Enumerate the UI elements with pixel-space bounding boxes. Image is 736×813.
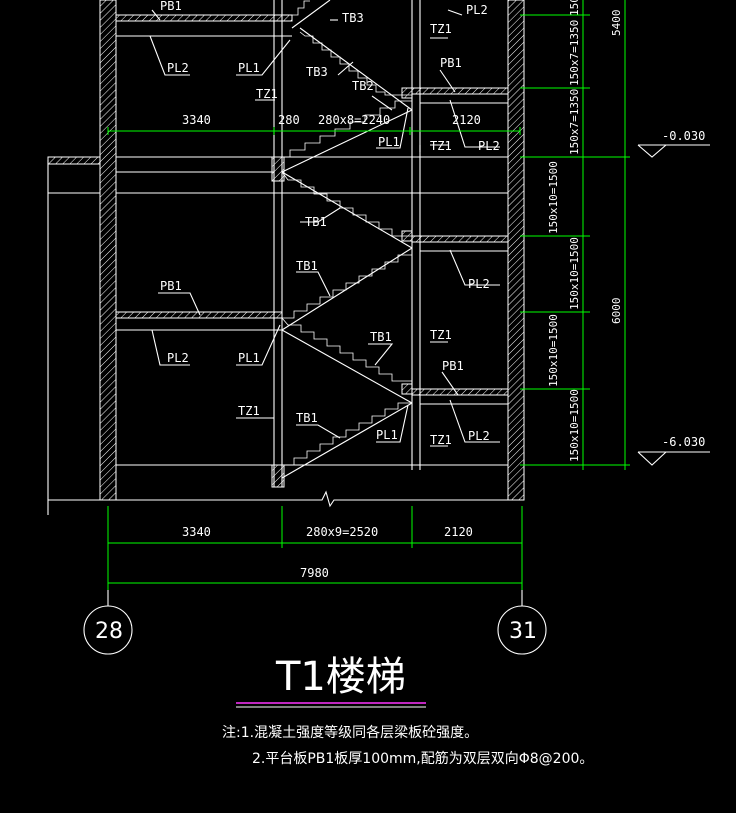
label-pl1-top: PL1 [238,61,260,75]
floor-slab [47,156,508,194]
label-tb2: TB2 [352,79,374,93]
flight-tb2-upper [299,27,413,111]
elevation-upper: -0.030 [662,129,705,143]
vdim-1350-a: 150x7=1350 [568,20,581,86]
label-pl1-b: PL1 [378,135,400,149]
label-tz1-e: TZ1 [238,404,260,418]
dim-total: 7980 [300,566,329,580]
vdim-150-top: 150 [568,0,581,16]
flight-tb1-b [281,247,413,331]
flight-tb1-d [281,402,413,479]
axis-bubbles [83,590,547,655]
label-pb1-c: PB1 [160,279,182,293]
note-line-2: 2.平台板PB1板厚100mm,配筋为双层双向Φ8@200。 [252,750,593,767]
note-line-1: 注:1.混凝土强度等级同各层梁板砼强度。 [222,724,478,741]
label-pb1-b: PB1 [440,56,462,70]
member-labels: PB1 PL2 PL1 TZ1 TB3 TB3 TB2 PL1 PL2 TZ1 … [160,0,500,447]
label-pl2-d: PL2 [468,277,490,291]
label-tz1-c: TZ1 [430,139,452,153]
ground-line [47,160,520,515]
flight-tb1-c [281,317,413,404]
elevation-lower: -6.030 [662,435,705,449]
dim-lower-left: 3340 [182,525,211,539]
label-tb3-a: TB3 [342,11,364,25]
axis-text: 28 31 [95,619,537,644]
label-tb3-b: TB3 [306,65,328,79]
dim-upper-gap: 280 [278,113,300,127]
label-tb1-b: TB1 [296,259,318,273]
vdim-5400: 5400 [610,10,623,37]
vdim-1500-d: 150x10=1500 [568,389,581,462]
label-tb1-d: TB1 [296,411,318,425]
dimension-text: 3340 280 280x8=2240 2120 3340 280x9=2520… [182,113,481,580]
vdim-1500-b: 150x10=1500 [568,237,581,310]
label-tz1-d: TZ1 [430,328,452,342]
label-pb1-d: PB1 [442,359,464,373]
dimension-lines [107,0,630,590]
notes: 注:1.混凝土强度等级同各层梁板砼强度。 2.平台板PB1板厚100mm,配筋为… [222,724,593,767]
label-pl2-b: PL2 [466,3,488,17]
label-pl2-e: PL2 [167,351,189,365]
axis-label-left: 28 [95,619,123,644]
vdim-1350-b: 150x7=1350 [568,89,581,155]
label-pl2-c: PL2 [478,139,500,153]
dim-lower-run: 280x9=2520 [306,525,378,539]
label-pl1-c: PL1 [238,351,260,365]
label-tz1-top: TZ1 [256,87,278,101]
vdim-6000: 6000 [610,298,623,325]
label-tb1-a: TB1 [305,215,327,229]
flight-tb1-a [281,171,413,249]
left-wall [99,0,117,501]
dim-upper-right: 2120 [452,113,481,127]
dim-upper-left: 3340 [182,113,211,127]
leaders [149,9,500,447]
label-tz1-b: TZ1 [430,22,452,36]
right-wall [507,0,525,501]
label-pl1-d: PL1 [376,428,398,442]
label-pb1-top: PB1 [160,0,182,13]
label-tz1-f: TZ1 [430,433,452,447]
flight-tb2-lower [281,100,413,173]
elevation-text: -0.030 -6.030 [662,129,705,449]
vertical-dimension-text: 150 150x7=1350 150x7=1350 150x10=1500 15… [547,0,623,462]
title-underline [236,702,426,708]
dim-upper-run: 280x8=2240 [318,113,390,127]
flight-tb3 [291,0,331,29]
label-tb1-c: TB1 [370,330,392,344]
dim-lower-right: 2120 [444,525,473,539]
label-pl2-top: PL2 [167,61,189,75]
drawing-title: T1楼梯 [275,654,406,700]
vdim-1500-c: 150x10=1500 [547,314,560,387]
label-pl2-f: PL2 [468,429,490,443]
vdim-1500-a: 150x10=1500 [547,161,560,234]
elevation-marks [637,144,710,466]
axis-label-right: 31 [509,619,537,644]
